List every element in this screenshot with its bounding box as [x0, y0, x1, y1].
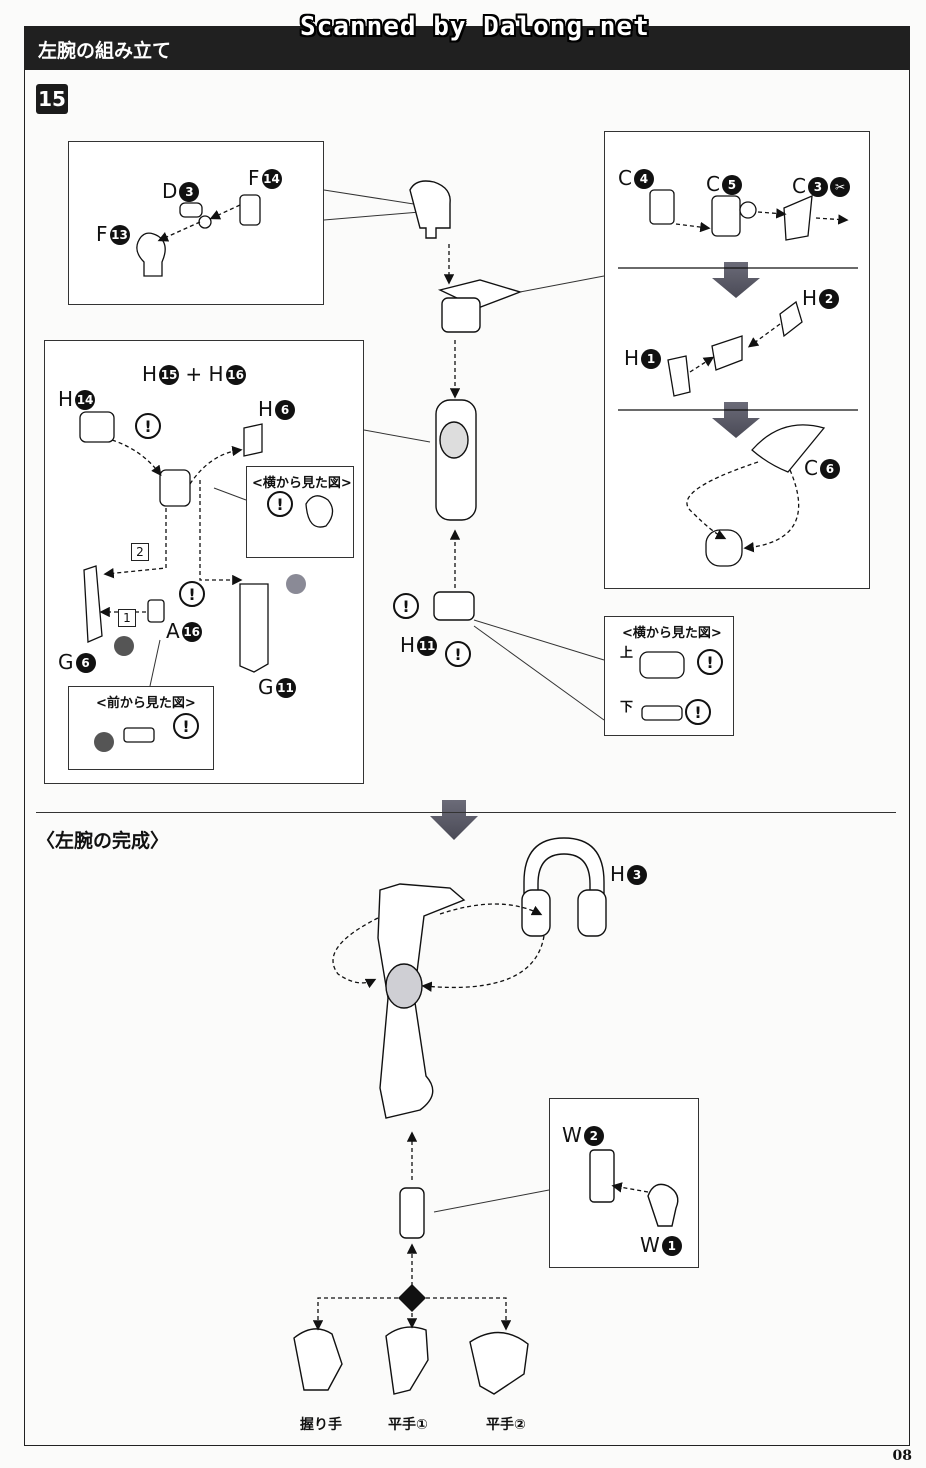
header-title: 左腕の組み立て: [38, 40, 172, 62]
side-view-title-2: <横から見た図>: [622, 626, 722, 641]
svg-text:!: !: [706, 653, 713, 672]
order-step-1: 1: [118, 603, 136, 627]
side-view-box-1: [246, 466, 354, 558]
scanner-watermark: Scanned by Dalong.net: [300, 12, 650, 42]
top-orientation-label: 上: [620, 646, 634, 661]
head-joint-detail-box: [68, 141, 324, 305]
cut-mark-icon: ✂: [829, 177, 850, 197]
hand-label-open-hand-1: 平手①: [388, 1417, 428, 1433]
svg-text:!: !: [188, 585, 195, 604]
svg-text:!: !: [276, 495, 283, 514]
hand-label-open-hand-2: 平手②: [486, 1417, 526, 1433]
step-number-badge: 15: [36, 84, 68, 114]
svg-text:!: !: [402, 597, 409, 616]
svg-text:!: !: [182, 717, 189, 736]
svg-text:!: !: [454, 645, 461, 664]
hand-label-fist: 握り手: [300, 1417, 342, 1433]
front-view-title: <前から見た図>: [96, 696, 196, 711]
completed-left-arm-title: 〈左腕の完成〉: [36, 830, 170, 852]
order-step-2: 2: [131, 537, 149, 561]
svg-text:!: !: [144, 417, 151, 436]
header-bar: 左腕の組み立て: [24, 26, 910, 70]
bottom-orientation-label: 下: [620, 700, 634, 715]
page-number: 08: [892, 1448, 912, 1464]
section-divider: [36, 812, 896, 813]
svg-text:!: !: [694, 703, 701, 722]
side-view-title-1: <横から見た図>: [252, 476, 352, 491]
